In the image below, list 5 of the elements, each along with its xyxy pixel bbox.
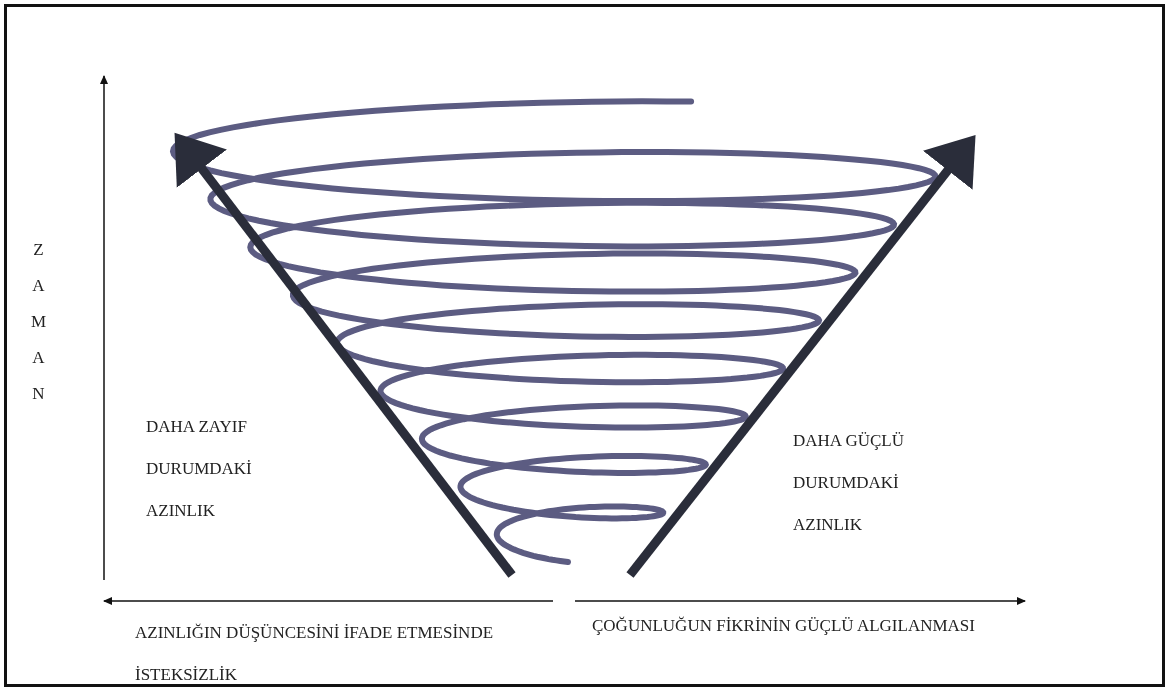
axis-label: ZAMAN bbox=[30, 239, 47, 405]
text-label: DAHA ZAYIF DURUMDAKİ AZINLIK bbox=[146, 416, 253, 522]
text-label: DAHA GÜÇLÜ DURUMDAKİ AZINLIK bbox=[793, 430, 905, 536]
text-label: ÇOĞUNLUĞUN FİKRİNİN GÜÇLÜ ALGILANMASI bbox=[592, 615, 976, 637]
text-label: AZINLIĞIN DÜŞÜNCESİNİ İFADE ETMESİNDE İSTEKSİZLİK bbox=[135, 622, 495, 686]
